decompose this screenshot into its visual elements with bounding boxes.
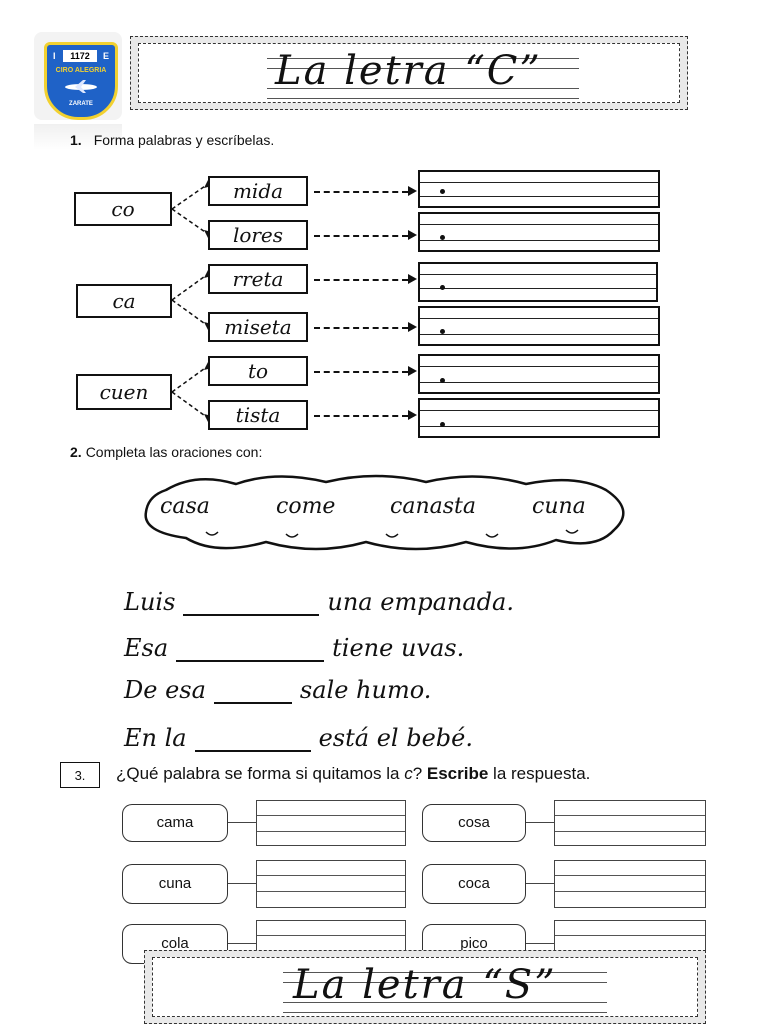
blank-line[interactable]: [176, 634, 325, 662]
arrow-head-icon: [408, 322, 417, 332]
write-box[interactable]: [256, 800, 406, 846]
write-box[interactable]: [554, 860, 706, 908]
title-frame-inner: La letra “C”: [138, 43, 680, 103]
dashed-arrow: [314, 415, 408, 417]
logo-number: 1172: [63, 50, 97, 62]
cloud-word: come: [276, 494, 336, 519]
answer-box[interactable]: [418, 306, 660, 346]
airplane-icon: [65, 80, 97, 93]
branch-lines: [171, 180, 212, 422]
arrow-head-icon: [408, 366, 417, 376]
word-pill: cama: [122, 804, 228, 842]
arrow-head-icon: [408, 230, 417, 240]
dashed-arrow: [314, 191, 408, 193]
answer-box[interactable]: [418, 354, 660, 394]
ending-box: rreta: [208, 264, 308, 294]
word-cloud: [144, 474, 625, 551]
blank-line[interactable]: [194, 724, 311, 752]
shaded-bar: [34, 124, 122, 150]
connector-line: [526, 883, 554, 884]
title-frame-bottom: La letra “S”: [144, 950, 706, 1024]
exercise1-instruction: 1.Forma palabras y escríbelas.: [70, 132, 275, 148]
connector-line: [228, 883, 256, 884]
syllable-box: cuen: [76, 374, 172, 410]
title-frame-top: La letra “C”: [130, 36, 688, 110]
title-frame-inner: La letra “S”: [152, 957, 698, 1017]
logo-city: ZARATE: [69, 101, 93, 107]
dashed-arrow: [314, 371, 408, 373]
logo-left-letter: I: [53, 51, 56, 61]
write-box[interactable]: [256, 860, 406, 908]
page-title: La letra “C”: [275, 48, 542, 94]
exercise3-question: ¿Qué palabra se forma si quitamos la c? …: [116, 764, 591, 783]
dashed-arrow: [314, 235, 408, 237]
ending-box: miseta: [208, 312, 308, 342]
exercise3-number: 3.: [60, 762, 100, 788]
connector-line: [526, 943, 554, 944]
ending-box: lores: [208, 220, 308, 250]
ending-box: to: [208, 356, 308, 386]
arrow-head-icon: [408, 186, 417, 196]
arrow-head-icon: [408, 274, 417, 284]
connector-line: [228, 822, 256, 823]
next-page-title: La letra “S”: [293, 962, 557, 1008]
syllable-box: co: [74, 192, 172, 226]
ending-box: tista: [208, 400, 308, 430]
arrow-head-icon: [408, 410, 417, 420]
connector-line: [526, 822, 554, 823]
dashed-arrow: [314, 327, 408, 329]
answer-box[interactable]: [418, 170, 660, 208]
blank-line[interactable]: [213, 676, 292, 704]
word-pill: cosa: [422, 804, 526, 842]
answer-box[interactable]: [418, 398, 660, 438]
connector-line: [228, 943, 256, 944]
blank-line[interactable]: [183, 588, 320, 616]
write-box[interactable]: [554, 800, 706, 846]
ending-box: mida: [208, 176, 308, 206]
cloud-word: casa: [160, 494, 210, 519]
syllable-box: ca: [76, 284, 172, 318]
word-pill: coca: [422, 864, 526, 904]
exercise2-instruction: 2.Completa las oraciones con:: [70, 444, 263, 460]
school-logo: I 1172 E CIRO ALEGRIA ZARATE: [44, 42, 118, 120]
cloud-word: cuna: [532, 494, 586, 519]
answer-box[interactable]: [418, 262, 658, 302]
logo-right-letter: E: [102, 51, 109, 61]
answer-box[interactable]: [418, 212, 660, 252]
logo-school-name: CIRO ALEGRIA: [55, 67, 107, 74]
cloud-word: canasta: [390, 494, 476, 519]
dashed-arrow: [314, 279, 408, 281]
word-pill: cuna: [122, 864, 228, 904]
